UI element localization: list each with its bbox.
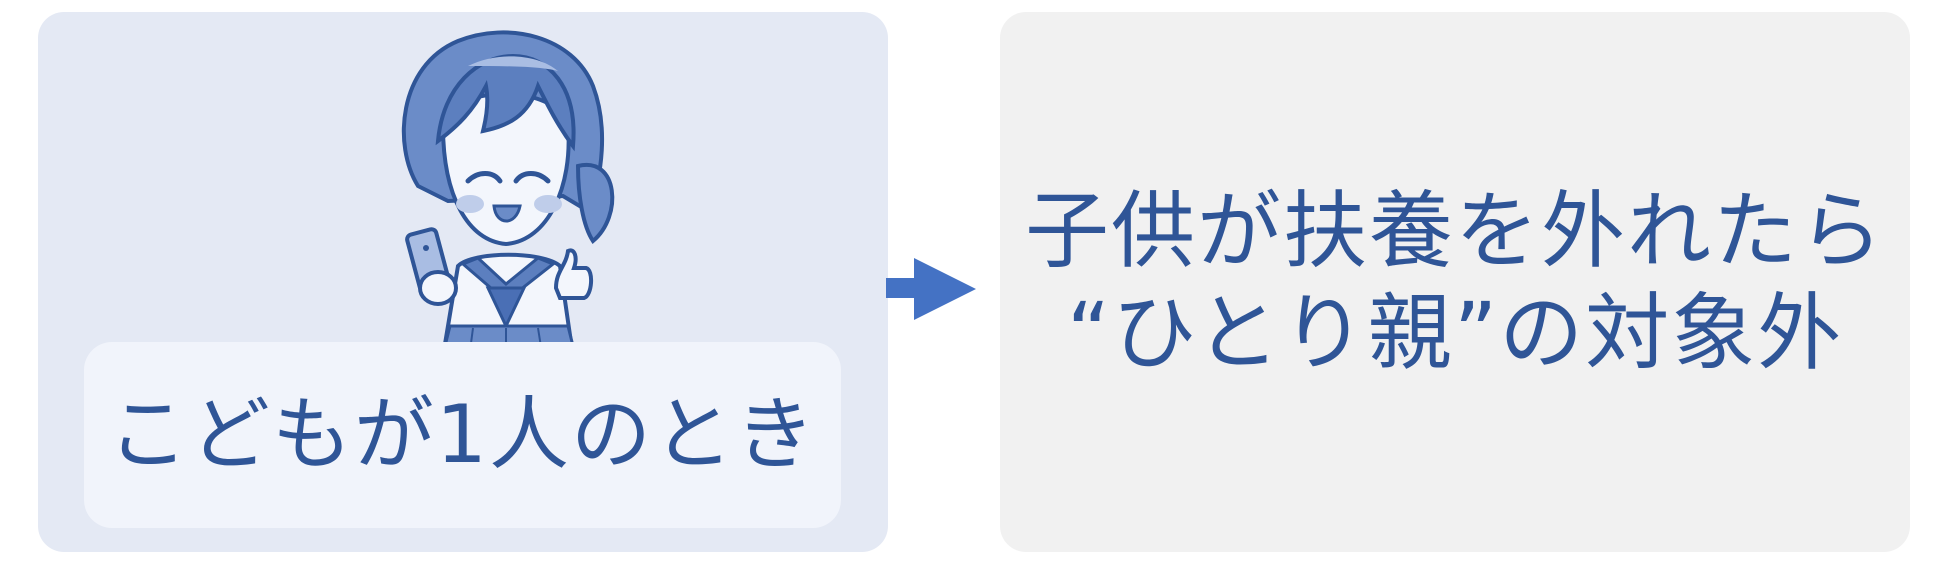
right-arrow-icon [886, 258, 976, 320]
result-panel: 子供が扶養を外れたら “ひとり親”の対象外 [1000, 12, 1910, 552]
girl-with-phone-thumbs-up-icon [401, 30, 615, 366]
condition-label: こどもが1人のとき [108, 388, 817, 481]
condition-panel: こどもが1人のとき [38, 12, 888, 552]
condition-label-box: こどもが1人のとき [84, 342, 841, 528]
result-line-2: “ひとり親”の対象外 [1066, 284, 1844, 382]
result-line-1: 子供が扶養を外れたら [1024, 181, 1885, 280]
